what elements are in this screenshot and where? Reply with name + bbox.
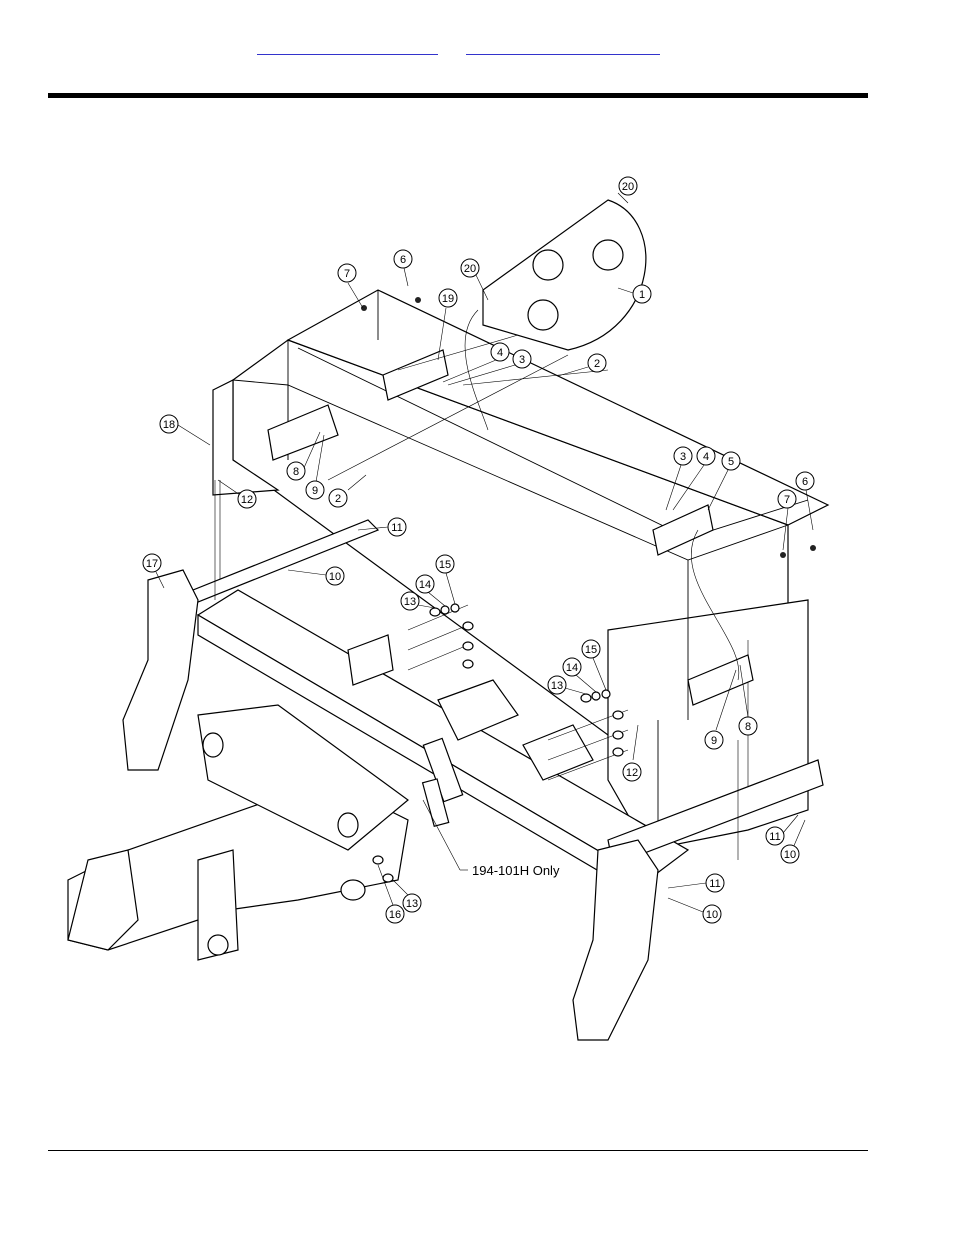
footer-divider bbox=[48, 1150, 868, 1151]
svg-text:2: 2 bbox=[335, 493, 341, 505]
svg-text:3: 3 bbox=[680, 451, 686, 463]
svg-text:9: 9 bbox=[711, 735, 717, 747]
callout-7a: 7 bbox=[338, 264, 363, 308]
callout-10c: 10 bbox=[668, 898, 721, 923]
svg-text:19: 19 bbox=[442, 293, 454, 305]
callout-6a: 6 bbox=[394, 250, 412, 286]
svg-text:14: 14 bbox=[566, 662, 578, 674]
svg-text:20: 20 bbox=[464, 263, 476, 275]
svg-text:13: 13 bbox=[404, 596, 416, 608]
svg-text:3: 3 bbox=[519, 354, 525, 366]
svg-text:8: 8 bbox=[745, 721, 751, 733]
header-links bbox=[0, 40, 954, 60]
svg-text:1: 1 bbox=[639, 289, 645, 301]
callout-10b: 10 bbox=[781, 820, 805, 863]
svg-text:6: 6 bbox=[400, 254, 406, 266]
parts-diagram: 1 20 20 6 7 19 4 3 2 18 8 9 2 12 3 4 5 6… bbox=[48, 160, 838, 1065]
svg-text:6: 6 bbox=[802, 476, 808, 488]
svg-text:11: 11 bbox=[769, 831, 780, 843]
svg-text:14: 14 bbox=[419, 579, 431, 591]
callout-18: 18 bbox=[160, 415, 210, 445]
exploded-view-drawing: 1 20 20 6 7 19 4 3 2 18 8 9 2 12 3 4 5 6… bbox=[48, 160, 838, 1060]
callout-11c: 11 bbox=[668, 874, 724, 892]
header-link-right[interactable] bbox=[466, 40, 660, 55]
svg-text:2: 2 bbox=[594, 358, 600, 370]
svg-text:8: 8 bbox=[293, 466, 299, 478]
svg-text:16: 16 bbox=[389, 909, 401, 921]
svg-text:13: 13 bbox=[551, 680, 563, 692]
callout-20a: 20 bbox=[618, 177, 637, 203]
svg-text:11: 11 bbox=[391, 522, 402, 534]
svg-text:13: 13 bbox=[406, 898, 418, 910]
svg-text:10: 10 bbox=[784, 849, 796, 861]
svg-text:10: 10 bbox=[329, 571, 341, 583]
svg-text:4: 4 bbox=[497, 347, 503, 359]
header-divider bbox=[48, 93, 868, 98]
header-link-left[interactable] bbox=[257, 40, 438, 55]
svg-text:18: 18 bbox=[163, 419, 175, 431]
svg-text:20: 20 bbox=[622, 181, 634, 193]
svg-text:12: 12 bbox=[241, 494, 253, 506]
svg-text:5: 5 bbox=[728, 456, 734, 468]
side-panel bbox=[483, 200, 646, 350]
svg-text:12: 12 bbox=[626, 767, 638, 779]
svg-text:7: 7 bbox=[344, 268, 350, 280]
model-note: 194-101H Only bbox=[472, 863, 560, 878]
svg-text:17: 17 bbox=[146, 558, 158, 570]
callout-10a: 10 bbox=[288, 567, 344, 585]
svg-text:4: 4 bbox=[703, 451, 709, 463]
svg-text:15: 15 bbox=[439, 559, 451, 571]
svg-text:9: 9 bbox=[312, 485, 318, 497]
svg-text:15: 15 bbox=[585, 644, 597, 656]
svg-text:11: 11 bbox=[709, 878, 720, 890]
svg-text:7: 7 bbox=[784, 494, 790, 506]
svg-text:10: 10 bbox=[706, 909, 718, 921]
